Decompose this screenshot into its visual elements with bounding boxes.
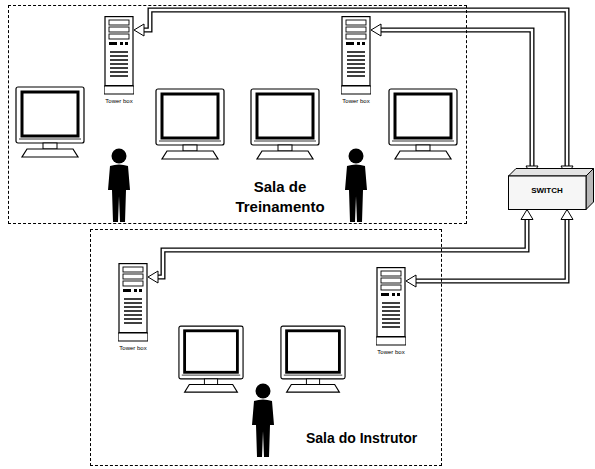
- tower-icon-shape: [341, 17, 371, 94]
- tower-icon: [118, 263, 148, 343]
- device-label: Tower box: [336, 98, 376, 105]
- tower-computer: Tower box: [371, 267, 411, 356]
- cable-outline: [144, 10, 567, 166]
- tower-icon-shape: [118, 264, 148, 341]
- cable-inner: [144, 10, 567, 166]
- arrowhead: [561, 210, 573, 220]
- monitor: [179, 326, 243, 392]
- network-cable: [148, 210, 533, 284]
- tower-icon-shape: [376, 268, 406, 345]
- tower-computer: Tower box: [99, 16, 139, 105]
- arrowhead: [406, 275, 416, 287]
- network-cable: [134, 10, 573, 176]
- person-icon: [345, 149, 367, 223]
- switch-top-face: [509, 169, 594, 177]
- switch-side-face: [586, 169, 594, 210]
- tower-icon: [341, 16, 371, 96]
- network-cable: [406, 210, 573, 288]
- room-title: Sala do Instrutor: [306, 429, 417, 447]
- device-label: Tower box: [371, 349, 411, 356]
- arrowhead: [134, 24, 144, 36]
- device-label: SWITCH: [508, 168, 586, 195]
- tower-icon-shape: [104, 17, 134, 94]
- cable-inner: [381, 30, 532, 166]
- tower-icon: [104, 16, 134, 96]
- room-title: Sala de Treinamento: [225, 177, 335, 216]
- cable-outline: [381, 30, 532, 166]
- network-cable: [371, 24, 538, 176]
- device-label: Tower box: [113, 345, 153, 352]
- monitor: [156, 89, 224, 159]
- tower-icon: [376, 267, 406, 347]
- person-icon: [108, 149, 130, 223]
- room-region: Tower boxTower boxSala do Instrutor: [90, 229, 442, 466]
- monitor: [281, 326, 345, 392]
- monitor: [16, 87, 84, 157]
- arrowhead: [521, 210, 533, 220]
- monitor: [389, 89, 457, 159]
- arrowhead: [371, 24, 381, 36]
- tower-computer: Tower box: [113, 263, 153, 352]
- room-region: Tower box Tower boxSala de Treinamento: [8, 5, 467, 224]
- monitor: [251, 89, 319, 159]
- arrowhead: [148, 271, 158, 283]
- network-switch: SWITCH: [508, 168, 594, 210]
- tower-computer: Tower box: [336, 16, 376, 105]
- person-icon: [252, 384, 274, 458]
- device-label: Tower box: [99, 98, 139, 105]
